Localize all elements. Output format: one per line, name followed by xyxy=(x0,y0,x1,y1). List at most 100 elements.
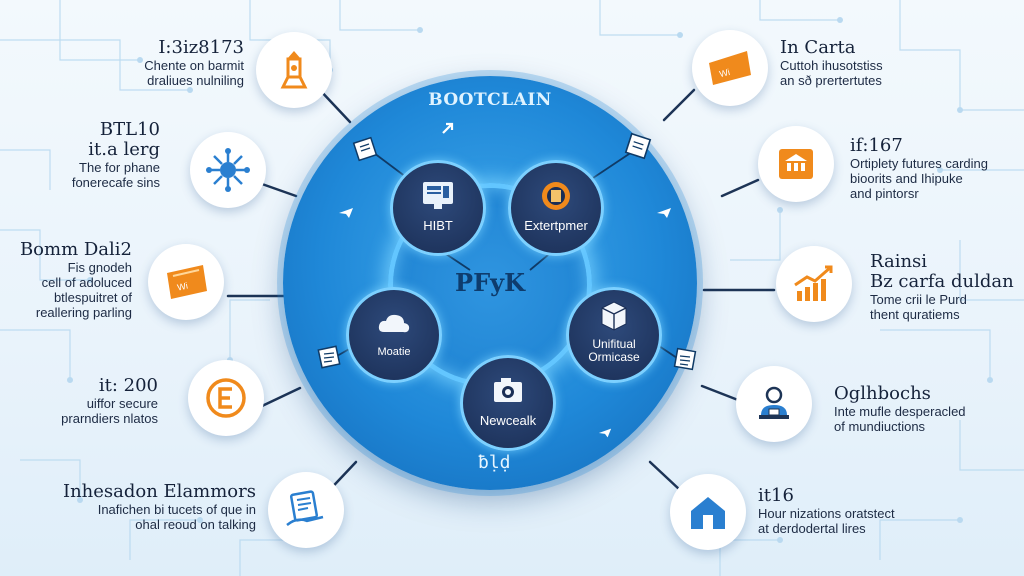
connector-line-right-5 xyxy=(648,460,682,492)
left-item-2-line: fonerecafe sins xyxy=(71,175,160,190)
left-item-2-title: BTL10 xyxy=(99,119,160,140)
cloud-icon xyxy=(378,314,410,333)
small-plane-icon xyxy=(339,208,353,218)
right-item-4: Oglhbochs Inte mufle desperacled of mund… xyxy=(834,383,1020,435)
left-item-5: Inhesadon Elammors Inafichen bi tucets o… xyxy=(6,481,256,533)
right-item-5: it16 Hour nizations oratstect at derdode… xyxy=(758,485,1018,537)
node-network: Newcealk xyxy=(460,355,556,451)
small-plane-icon xyxy=(598,428,612,438)
left-item-3-line: cell of adoluced xyxy=(41,275,132,290)
node-hibt: HIBT xyxy=(390,160,486,256)
node-individual: Unifitual Ormicase xyxy=(566,287,662,383)
monitor-icon xyxy=(423,182,453,209)
node-network-label: Newcealk xyxy=(479,413,537,428)
left-item-3: Bomm Dali2 Fis gnodeh cell of adoluced b… xyxy=(2,239,132,321)
document-mini-icon xyxy=(317,345,341,369)
hub-title: BOOTCLAIN xyxy=(428,90,552,110)
right-item-4-line: of mundiuctions xyxy=(834,419,926,434)
left-item-3-title: Bomm Dali2 xyxy=(19,239,132,260)
chart-up-icon xyxy=(794,265,833,301)
svg-text:Wi: Wi xyxy=(176,281,188,293)
right-item-2-title: if:167 xyxy=(850,135,903,156)
right-icon-circle-4 xyxy=(736,366,812,442)
left-item-5-line: Inafichen bi tucets of que in xyxy=(97,502,256,517)
left-item-3-line: btlespuitret of xyxy=(53,290,132,305)
left-item-5-title: Inhesadon Elammors xyxy=(62,481,256,502)
left-icon-circle-1 xyxy=(256,32,332,108)
right-item-2: if:167 Ortiplety futures carding bioorit… xyxy=(850,135,1020,202)
small-plane-icon xyxy=(657,208,671,218)
connector-line-right-4 xyxy=(700,384,740,402)
left-item-4: it: 200 uiffor secure prarndiers nlatos xyxy=(8,375,158,427)
user-desk-icon xyxy=(759,386,789,419)
left-item-2-subtitle: it.a lerg xyxy=(88,139,160,160)
node-individual-label: Unifitual Ormicase xyxy=(588,337,640,364)
right-item-1-line: an sð prertertutes xyxy=(780,73,882,88)
right-item-1-line: Cuttoh ihusotstiss xyxy=(780,58,883,73)
left-item-1-line: draliues nulniling xyxy=(147,73,244,88)
node-hibt-label: HIBT xyxy=(423,218,453,233)
hub-center-label: PFyK xyxy=(455,268,525,297)
right-item-5-line: Hour nizations oratstect xyxy=(758,506,895,521)
right-item-3-line: Tome crii le Purd xyxy=(870,292,967,307)
bank-icon xyxy=(779,149,813,179)
left-icon-circle-2 xyxy=(190,132,266,208)
node-mobile: Moatie xyxy=(346,287,442,383)
left-item-1-title: I:3iz8173 xyxy=(158,37,244,58)
home-icon xyxy=(691,497,725,529)
left-item-2: BTL10 it.a lerg The for phane fonerecafe… xyxy=(10,119,160,191)
connector-line-right-2 xyxy=(720,178,760,198)
left-icon-circle-4 xyxy=(188,360,264,436)
connector-line-left-2 xyxy=(260,182,298,198)
right-item-1: In Carta Cuttoh ihusotstiss an sð prerte… xyxy=(780,37,1010,89)
svg-text:Wi: Wi xyxy=(718,67,731,79)
right-icon-circle-1: Wi xyxy=(692,30,768,106)
left-item-4-line: uiffor secure xyxy=(86,396,158,411)
document-mini-icon xyxy=(624,132,652,160)
tower-icon xyxy=(280,51,308,89)
node-enterprise: Extertpmer xyxy=(508,160,604,256)
right-item-4-title: Oglhbochs xyxy=(834,383,931,404)
ticket-icon: Wi xyxy=(167,265,207,299)
hub-bottom-mark: ƀḷḍ xyxy=(478,452,511,473)
left-item-1: I:3iz8173 Chente on barmit draliues nuln… xyxy=(4,37,244,89)
right-item-2-line: bioorits and Ihipuke xyxy=(850,171,963,186)
right-item-4-line: Inte mufle desperacled xyxy=(834,404,966,419)
cursor-arrow-icon xyxy=(442,122,454,134)
right-item-2-line: Ortiplety futures carding xyxy=(850,156,989,171)
left-item-3-line: reallering parling xyxy=(35,305,132,320)
document-hand-icon xyxy=(286,490,324,526)
right-icon-circle-3 xyxy=(776,246,852,322)
left-item-1-line: Chente on barmit xyxy=(144,58,244,73)
network-icon xyxy=(206,148,250,192)
right-item-3-subtitle: Bz carfa duldan xyxy=(870,271,1014,292)
right-item-2-line: and pintorsr xyxy=(850,186,919,201)
right-icon-circle-2 xyxy=(758,126,834,202)
connector-line-left-4 xyxy=(260,386,302,408)
right-icon-circle-5 xyxy=(670,474,746,550)
node-mobile-label: Moatie xyxy=(377,346,411,358)
left-item-5-line: ohal reoud on talking xyxy=(135,517,256,532)
left-item-4-title: it: 200 xyxy=(98,375,158,396)
left-icon-circle-5 xyxy=(268,472,344,548)
ticket-icon: Wi xyxy=(709,51,751,85)
left-item-3-line: Fis gnodeh xyxy=(67,260,132,275)
left-icon-circle-3: Wi xyxy=(148,244,224,320)
document-mini-icon xyxy=(673,347,697,371)
euro-icon xyxy=(206,378,246,418)
left-item-4-line: prarndiers nlatos xyxy=(61,411,158,426)
right-item-1-title: In Carta xyxy=(780,37,856,58)
right-item-3-line: thent quratiems xyxy=(870,307,960,322)
right-item-3: Rainsi Bz carfa duldan Tome crii le Purd… xyxy=(870,251,1020,323)
right-item-5-line: at derdodertal lires xyxy=(758,521,866,536)
connector-line-right-1 xyxy=(662,88,696,122)
right-item-3-title: Rainsi xyxy=(870,251,928,272)
box-icon xyxy=(601,301,627,331)
right-item-5-title: it16 xyxy=(758,485,794,506)
document-mini-icon xyxy=(352,136,378,162)
gear-badge-icon xyxy=(542,182,570,210)
node-enterprise-label: Extertpmer xyxy=(524,218,588,233)
left-item-2-line: The for phane xyxy=(79,160,160,175)
camera-icon xyxy=(494,378,522,402)
